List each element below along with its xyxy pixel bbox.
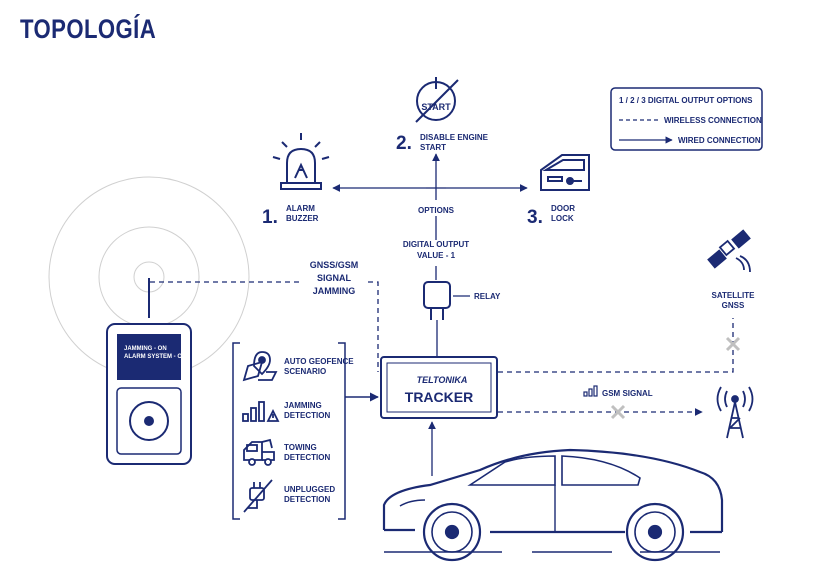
device-dial [129,401,169,441]
jamming-line1: GNSS/GSM [310,260,359,270]
digital-output-line2: VALUE - 1 [417,251,456,260]
relay-label: RELAY [474,292,501,301]
gsm-signal-label: GSM SIGNAL [602,389,653,398]
option-3-line2: LOCK [551,214,574,223]
signal-warning-icon [242,401,280,422]
option-2-number: 2. [396,133,412,154]
gsm-signal-icon [583,385,598,397]
option-3-line1: DOOR [551,204,575,213]
jammer-device: JAMMING - ON ALARM SYSTEM - OFF [106,278,192,465]
scenario-2-line2: DETECTION [284,411,330,420]
tracker-device: TELTONIKA TRACKER [380,356,498,419]
scenario-3-line1: TOWING [284,443,317,452]
scenario-4-line2: DETECTION [284,495,330,504]
option-1-line1: ALARM [286,204,315,213]
device-screen-line2: ALARM SYSTEM - OFF [124,354,190,360]
car-door-icon [540,154,590,191]
option-3-number: 3. [527,207,543,228]
scenario-3-line2: DETECTION [284,453,330,462]
start-icon-text: START [421,102,451,112]
option-1-line2: BUZZER [286,214,319,223]
scenario-2-line1: JAMMING [284,401,322,410]
cell-tower-icon [716,386,754,439]
gsm-blocked-x [610,404,626,420]
satellite-blocked-x [725,336,741,352]
option-door-lock: 3. DOOR LOCK [527,154,590,228]
tow-truck-icon [243,438,275,466]
legend-wired: WIRED CONNECTION [678,136,761,145]
scenario-1-line2: SCENARIO [284,367,326,376]
option-alarm-buzzer: 1. ALARM BUZZER [262,133,330,228]
tracker-brand: TELTONIKA [417,375,468,385]
satellite-line2: GNSS [722,301,745,310]
legend-digital: 1 / 2 / 3 DIGITAL OUTPUT OPTIONS [619,96,753,105]
tracker-name: TRACKER [405,389,473,405]
relay-icon [423,281,451,356]
map-pin-icon [242,351,278,382]
alarm-siren-icon [272,133,330,190]
option-2-line1: DISABLE ENGINE [420,133,489,142]
scenario-bracket [232,342,379,520]
scenario-labels: AUTO GEOFENCE SCENARIO JAMMING DETECTION… [284,357,354,504]
legend: 1 / 2 / 3 DIGITAL OUTPUT OPTIONS WIRELES… [610,87,763,151]
unplugged-icon [243,479,273,513]
options-wiring [332,153,528,297]
option-1-number: 1. [262,207,278,228]
scenario-4-line1: UNPLUGGED [284,485,335,494]
option-2-line2: START [420,143,446,152]
scenario-1-line1: AUTO GEOFENCE [284,357,354,366]
satellite-icon [707,229,751,273]
satellite-line1: SATELLITE [712,291,756,300]
device-screen [117,334,181,380]
jamming-line3: JAMMING [313,286,356,296]
page-title: TOPOLOGÍA [20,14,157,44]
device-screen-line1: JAMMING - ON [124,346,167,352]
jamming-line2: SIGNAL [317,273,352,283]
satellite-link [498,318,734,373]
options-label: OPTIONS [418,206,455,215]
digital-output-line1: DIGITAL OUTPUT [403,240,469,249]
legend-wireless: WIRELESS CONNECTION [664,116,762,125]
option-disable-engine: START 2. DISABLE ENGINE START [396,77,489,154]
car-illustration [382,448,724,562]
start-button-icon: START [415,77,459,123]
jamming-signal-line [150,281,379,372]
